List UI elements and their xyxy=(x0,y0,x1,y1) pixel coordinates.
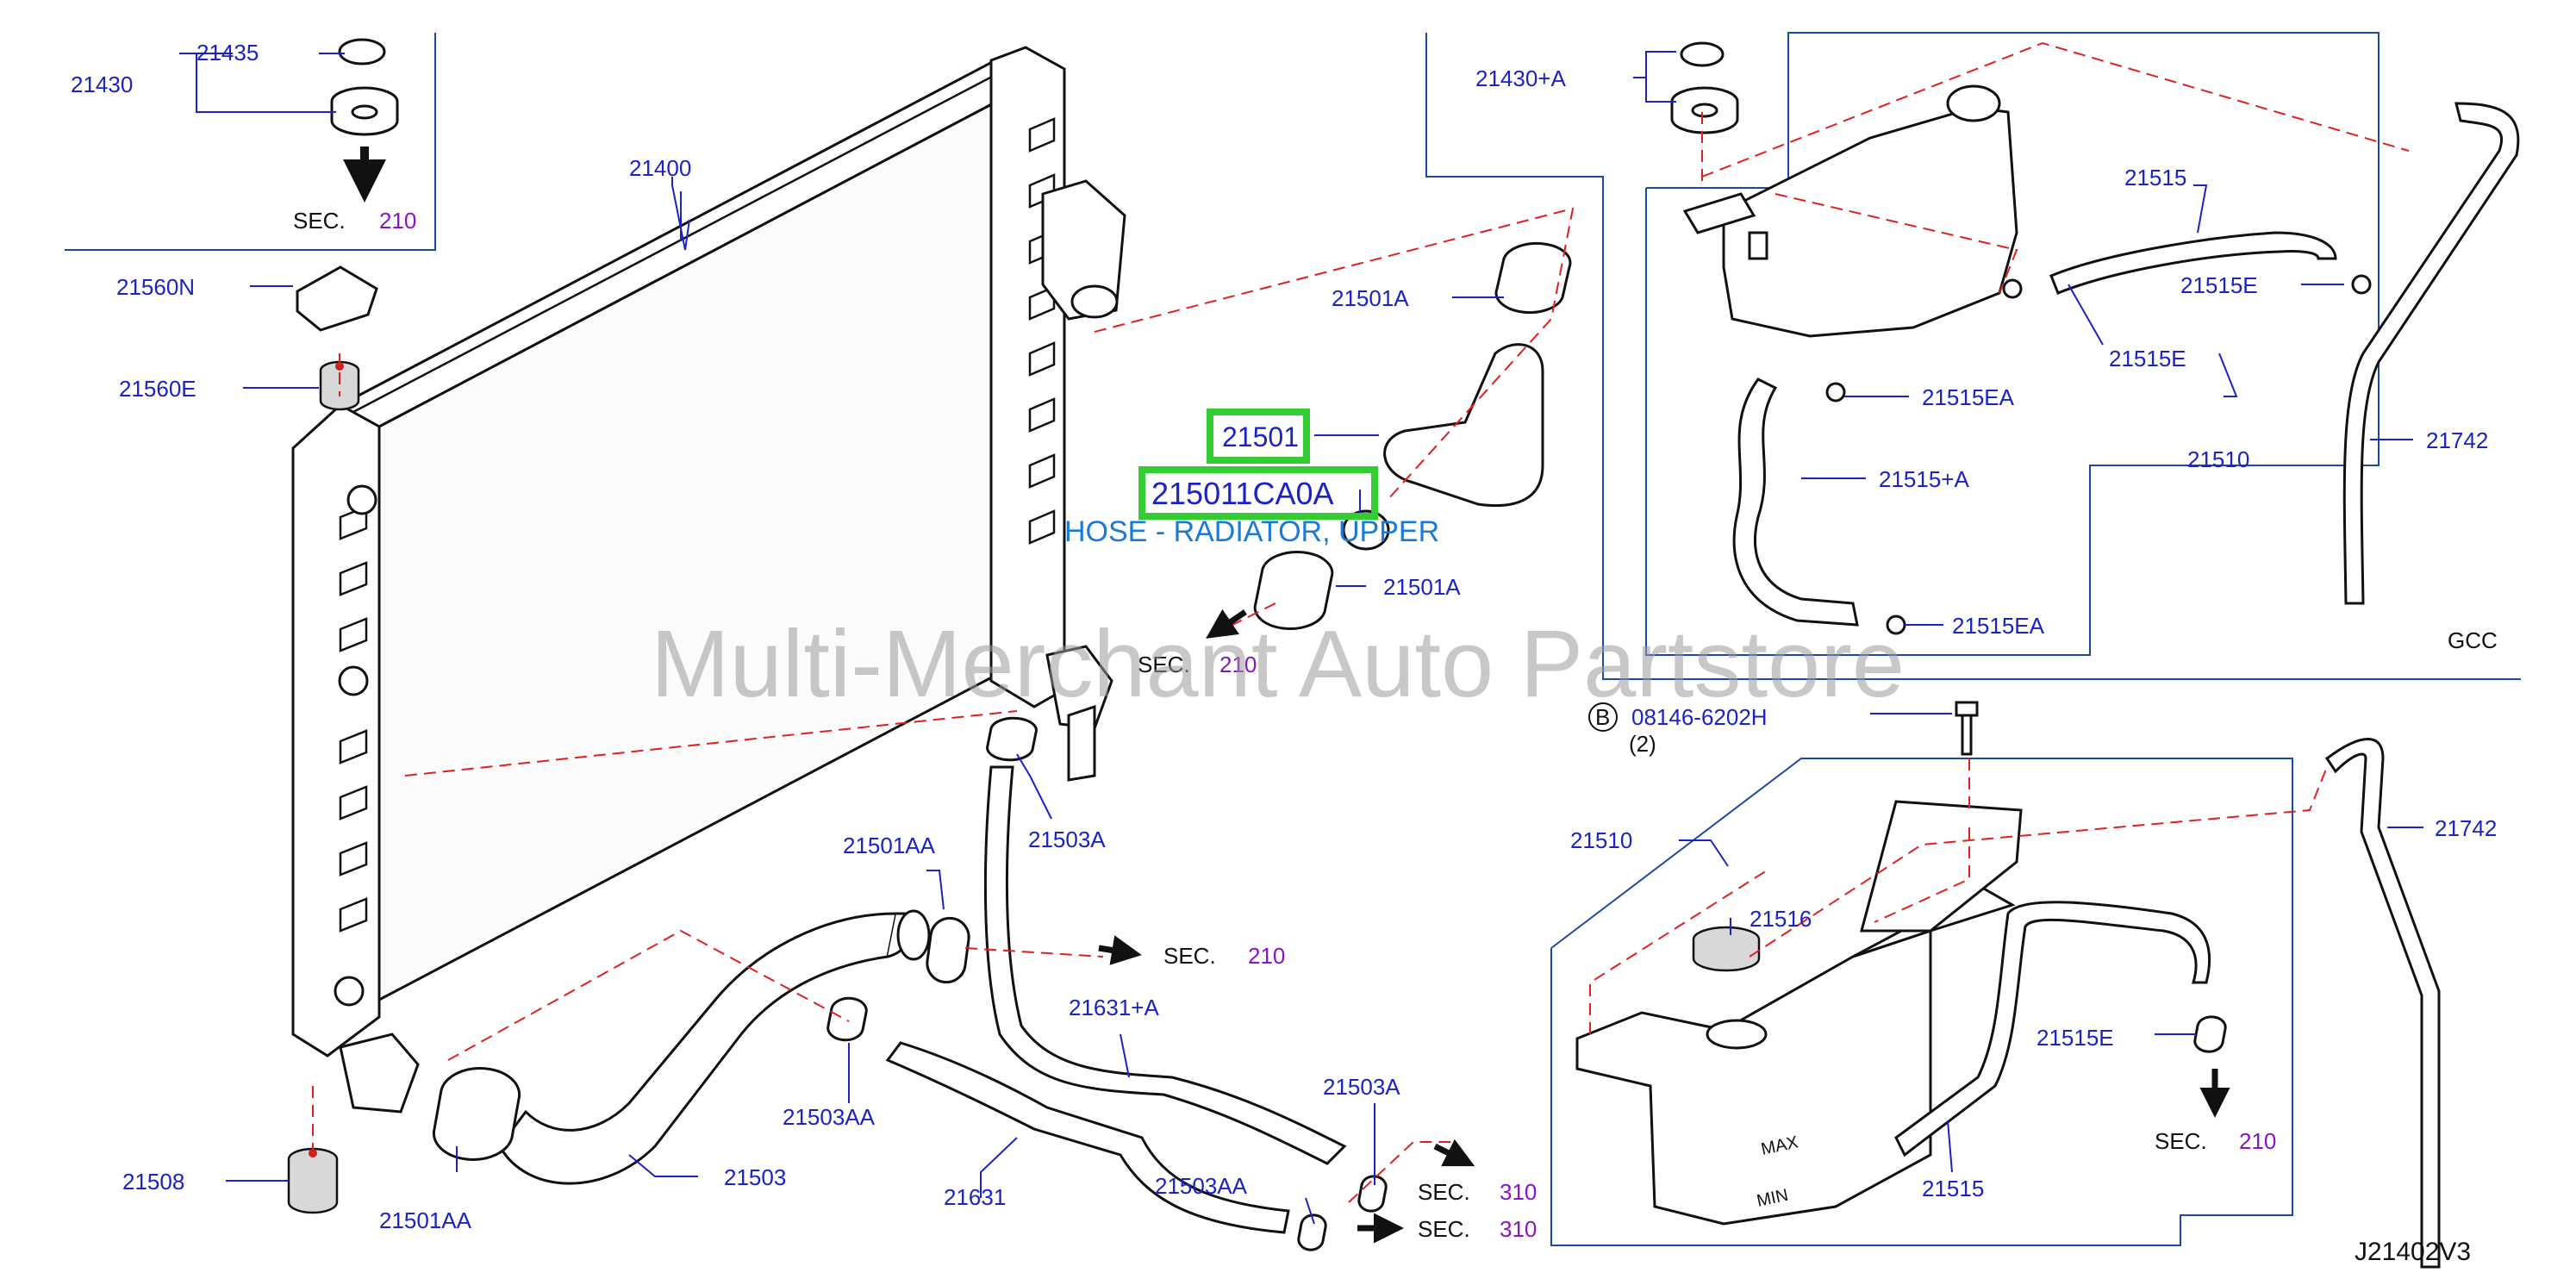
sec-prefix-lower: SEC. xyxy=(2155,1128,2207,1154)
part-labels: 21435 21430 SEC. 210 21400 21560N 21560E… xyxy=(71,40,2498,1266)
hose-21515-upper[interactable] xyxy=(2049,231,2337,295)
sec-prefix-mid: SEC. xyxy=(1163,943,1216,969)
clamp-21503A-top[interactable] xyxy=(986,716,1038,762)
hose-21742-top[interactable] xyxy=(2342,102,2520,605)
clamp-21503AA-mid[interactable] xyxy=(826,996,868,1042)
label-21400[interactable]: 21400 xyxy=(629,155,691,181)
small-clips-upper[interactable] xyxy=(1825,274,2372,635)
cap-21516[interactable] xyxy=(1692,926,1761,972)
bolt-08146-6202H[interactable] xyxy=(1955,701,1979,756)
label-21430[interactable]: 21430 xyxy=(71,72,133,97)
label-21510-a[interactable]: 21510 xyxy=(2187,446,2249,472)
clamp-21501AA-lower[interactable] xyxy=(432,1067,521,1161)
label-21560E[interactable]: 21560E xyxy=(119,376,196,402)
section-arrows xyxy=(1098,608,2230,1244)
clamp-21515E-lower[interactable] xyxy=(2193,1015,2227,1053)
sec-prefix-21430: SEC. xyxy=(293,208,346,234)
label-21515-b[interactable]: 21515 xyxy=(1922,1176,1984,1201)
radiator-core[interactable] xyxy=(291,46,1126,1114)
label-21503A-a[interactable]: 21503A xyxy=(1028,827,1106,852)
radiator-cap-21430[interactable] xyxy=(330,38,399,203)
label-21501A-b[interactable]: 21501A xyxy=(1383,574,1461,600)
hose-21515A[interactable] xyxy=(1732,377,1859,627)
label-21515EA-b[interactable]: 21515EA xyxy=(1952,613,2045,639)
sec-number-310-b[interactable]: 310 xyxy=(1500,1216,1537,1242)
watermark-text: Multi-Merchant Auto Partstore xyxy=(651,611,1905,717)
label-21503[interactable]: 21503 xyxy=(724,1164,786,1190)
label-21515A[interactable]: 21515+A xyxy=(1879,466,1969,492)
label-21501AA-a[interactable]: 21501AA xyxy=(379,1207,472,1233)
clamp-21501AA-upper[interactable] xyxy=(926,916,970,984)
label-21435[interactable]: 21435 xyxy=(196,40,259,66)
dashed-reference-lines xyxy=(312,41,2410,1203)
hose-21515-lower[interactable] xyxy=(1894,901,2211,1157)
reservoir-tank-upper[interactable] xyxy=(1682,84,2018,338)
mount-bush-21560E[interactable] xyxy=(319,360,360,411)
label-21430A[interactable]: 21430+A xyxy=(1475,66,1566,91)
bolt-marker: B xyxy=(1595,704,1610,730)
lower-hose-21503[interactable] xyxy=(498,909,931,1185)
sec-number-lower[interactable]: 210 xyxy=(2239,1128,2276,1154)
frame-lines xyxy=(65,32,2521,1246)
mount-bush-21508[interactable] xyxy=(287,1147,339,1214)
label-21503AA-a[interactable]: 21503AA xyxy=(783,1104,876,1130)
clamp-21503AA-bottom[interactable] xyxy=(1297,1213,1327,1251)
bolt-marker-circle xyxy=(1588,702,1618,732)
highlight-box-partnumber xyxy=(1138,466,1378,520)
label-21515E-c[interactable]: 21515E xyxy=(2036,1025,2114,1051)
region-label: GCC xyxy=(2448,627,2498,653)
label-21501AA-b[interactable]: 21501AA xyxy=(843,833,936,858)
label-21742-a[interactable]: 21742 xyxy=(2426,427,2488,453)
sec-number-310-a[interactable]: 310 xyxy=(1500,1179,1537,1205)
label-21501[interactable]: 21501 xyxy=(1222,421,1299,452)
clamp-21503A-bottom[interactable] xyxy=(1357,1175,1388,1213)
drain-plug-21560N[interactable] xyxy=(296,265,378,332)
label-21515E-b[interactable]: 21515E xyxy=(2109,346,2186,371)
sec-number-upper[interactable]: 210 xyxy=(1219,652,1257,677)
label-21631[interactable]: 21631 xyxy=(944,1184,1006,1210)
hose-21631A[interactable] xyxy=(983,765,1347,1165)
clamp-21501A-lower[interactable] xyxy=(1253,550,1334,631)
leader-lines xyxy=(179,51,2423,1225)
label-21516[interactable]: 21516 xyxy=(1750,906,1812,932)
diagram-code: J21402V3 xyxy=(2355,1238,2471,1266)
sec-prefix-310-a: SEC. xyxy=(1418,1179,1470,1205)
reservoir-tank-lower[interactable] xyxy=(1575,800,2023,1226)
upper-hose-21501[interactable] xyxy=(1342,343,1544,551)
sec-prefix-310-b: SEC. xyxy=(1418,1216,1470,1242)
hose-21631[interactable] xyxy=(885,1041,1290,1234)
label-21515-a[interactable]: 21515 xyxy=(2124,165,2186,190)
bolt-qty: (2) xyxy=(1629,731,1656,757)
label-21560N[interactable]: 21560N xyxy=(116,274,195,300)
sec-number-mid[interactable]: 210 xyxy=(1248,943,1285,969)
sec-number-21430[interactable]: 210 xyxy=(379,208,416,234)
label-21515EA-a[interactable]: 21515EA xyxy=(1922,384,2015,410)
part-description: HOSE - RADIATOR, UPPER xyxy=(1064,515,1439,548)
label-21742-b[interactable]: 21742 xyxy=(2435,815,2497,841)
label-21501A-a[interactable]: 21501A xyxy=(1332,285,1409,311)
reservoir-cap-21430A[interactable] xyxy=(1670,41,1739,134)
sec-prefix-upper: SEC. xyxy=(1138,652,1190,677)
label-21508[interactable]: 21508 xyxy=(122,1169,184,1195)
label-21503A-b[interactable]: 21503A xyxy=(1323,1074,1400,1100)
highlight-box-part xyxy=(1207,409,1310,464)
hose-21742-bottom[interactable] xyxy=(2324,738,2441,1269)
label-21510-b[interactable]: 21510 xyxy=(1570,827,1632,853)
label-08146-6202H[interactable]: 08146-6202H xyxy=(1631,704,1768,730)
label-21515E-a[interactable]: 21515E xyxy=(2180,272,2258,298)
label-21631A[interactable]: 21631+A xyxy=(1069,995,1159,1020)
label-215011CA0A[interactable]: 215011CA0A xyxy=(1151,476,1334,511)
label-21503AA-b[interactable]: 21503AA xyxy=(1155,1173,1248,1199)
clamp-21501A-upper[interactable] xyxy=(1494,241,1572,315)
